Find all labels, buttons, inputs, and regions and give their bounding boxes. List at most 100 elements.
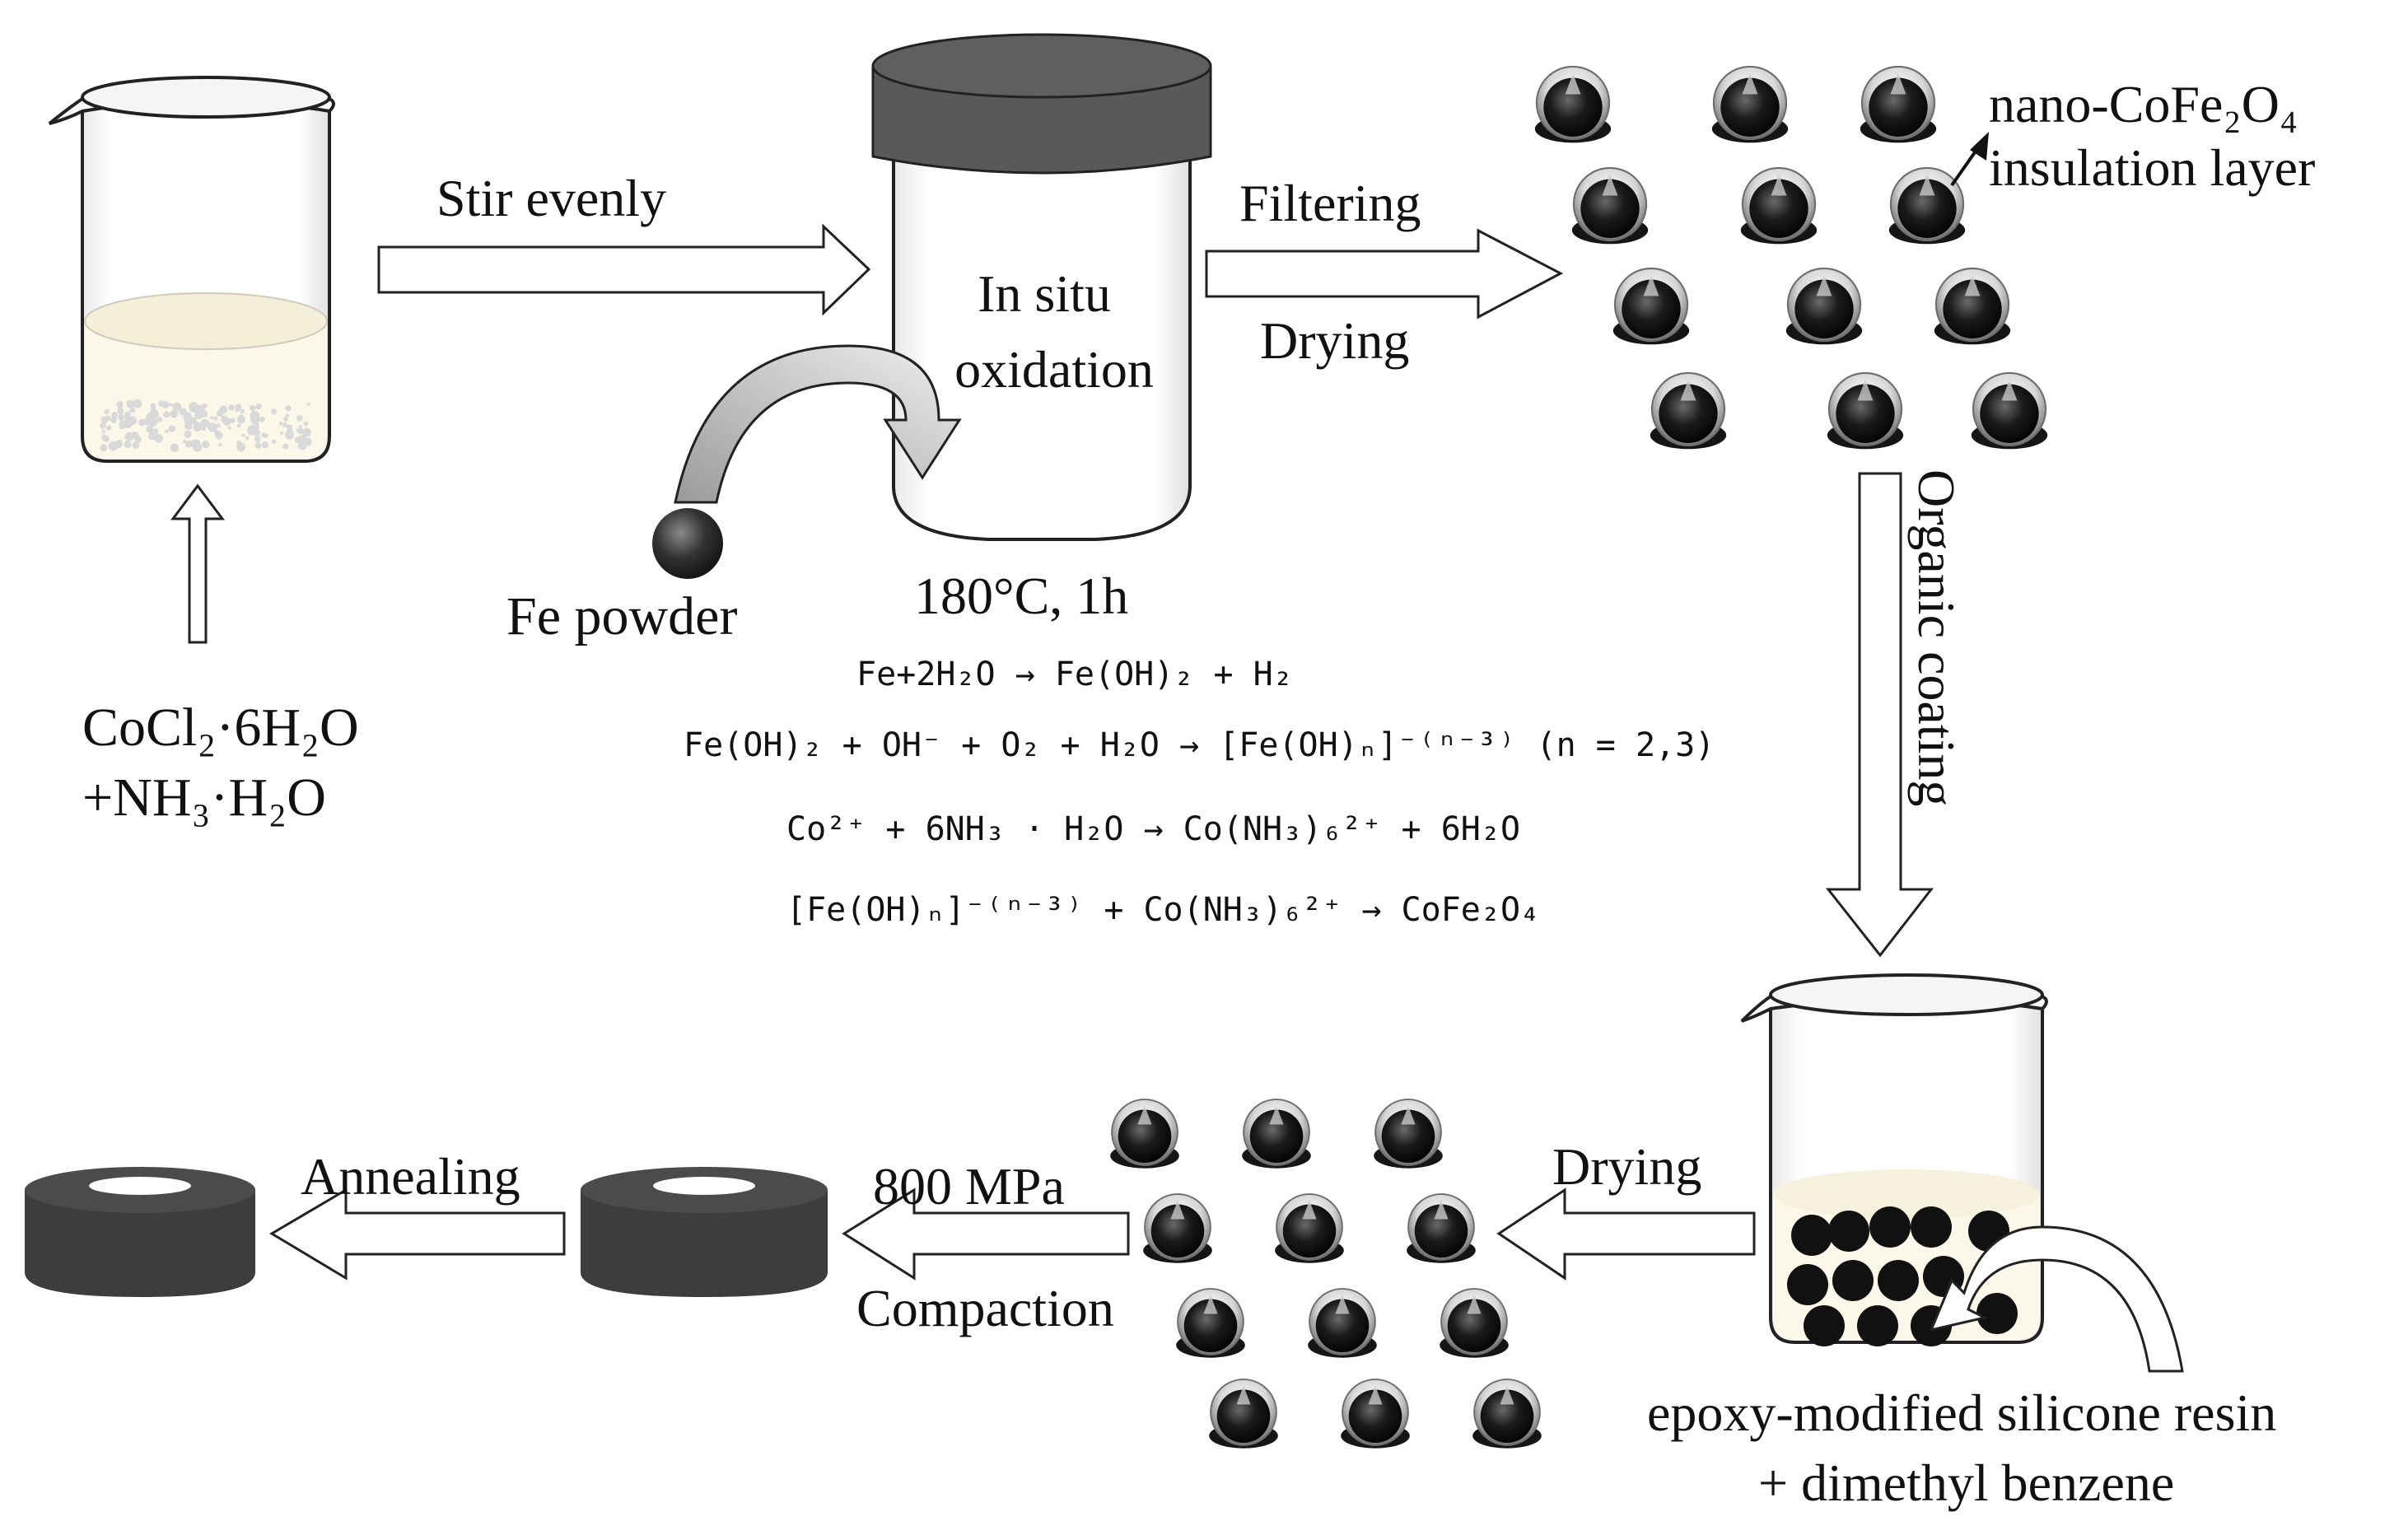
sediment-dot xyxy=(252,423,259,432)
resin-particle xyxy=(1857,1305,1898,1346)
sediment-dot xyxy=(194,410,203,419)
in-situ-label: In situ xyxy=(978,264,1111,323)
sediment-dot xyxy=(170,443,179,453)
arrow-fe-feed xyxy=(674,344,962,504)
sediment-dot xyxy=(209,416,214,420)
sediment-dot xyxy=(201,441,210,449)
sediment-dot xyxy=(184,430,192,439)
sediment-dot xyxy=(236,442,246,452)
coated-particle xyxy=(1274,1193,1345,1264)
sediment-dot xyxy=(296,415,303,422)
sediment-dot xyxy=(272,439,277,444)
sediment-dot xyxy=(147,419,151,423)
coated-particle xyxy=(1970,371,2049,450)
sediment-dot xyxy=(134,436,142,444)
sediment-dot xyxy=(250,404,256,412)
pressure-label: 800 MPa xyxy=(873,1157,1065,1215)
sediment-dot xyxy=(120,424,124,428)
sediment-dot xyxy=(133,399,142,408)
nano-cofe2o4-label: nano-CoFe₂O₄ xyxy=(1989,75,2298,133)
beaker-initial xyxy=(48,76,335,463)
resin-particle xyxy=(1832,1260,1874,1301)
insulation-layer-label: insulation layer xyxy=(1989,138,2315,197)
sediment-dot xyxy=(213,416,218,421)
reagent-cocl2-label: CoCl₂·6H₂O xyxy=(82,698,359,758)
sediment-dot xyxy=(221,415,229,423)
sediment-dot xyxy=(259,416,265,422)
sediment-dot xyxy=(158,400,165,407)
arrow-annealing xyxy=(269,1187,566,1281)
sediment-dot xyxy=(305,431,310,436)
sediment-dot xyxy=(127,416,138,426)
coated-particle xyxy=(1340,1379,1411,1449)
temperature-label: 180°C, 1h xyxy=(914,567,1128,625)
sediment-dot xyxy=(170,409,179,418)
resin-particle xyxy=(1828,1211,1869,1252)
arrow-stir xyxy=(377,223,871,316)
sediment-dot xyxy=(285,405,292,412)
sediment-dot xyxy=(149,409,159,420)
sediment-dot xyxy=(182,439,187,444)
sediment-dot xyxy=(237,415,245,424)
sediment-dot xyxy=(119,418,124,422)
coated-particle xyxy=(1888,166,1967,245)
coated-particle xyxy=(1406,1193,1477,1264)
reagent-nh3-label: +NH₃·H₂O xyxy=(82,768,326,828)
sediment-dot xyxy=(280,431,284,436)
sediment-dot xyxy=(296,435,307,445)
resin-particle xyxy=(1787,1264,1828,1305)
fe-powder-label: Fe powder xyxy=(506,586,737,646)
arrow-up-reagents xyxy=(170,483,225,644)
sediment-dot xyxy=(261,432,266,437)
coated-particle xyxy=(1826,371,1905,450)
sediment-dot xyxy=(208,422,217,432)
coated-particle xyxy=(1785,267,1864,346)
resin-particle xyxy=(1791,1215,1832,1256)
sediment-dot xyxy=(100,444,108,452)
dimethyl-benzene-label: + dimethyl benzene xyxy=(1758,1453,2174,1512)
sediment-dot xyxy=(100,416,109,424)
coated-particle xyxy=(1710,65,1790,144)
sediment-dot xyxy=(227,426,231,430)
arrow-organic-coating xyxy=(1825,472,1934,958)
sediment-dot xyxy=(296,428,301,433)
sediment-dot xyxy=(156,417,163,422)
sediment-dot xyxy=(165,429,169,434)
coated-particle xyxy=(1241,1099,1312,1169)
resin-particle xyxy=(1869,1206,1911,1248)
coated-particle xyxy=(1570,166,1650,245)
sediment-dot xyxy=(298,425,303,429)
sediment-dot xyxy=(124,440,132,449)
sediment-dot xyxy=(283,416,289,422)
coated-particle xyxy=(1933,267,2012,346)
coated-particle xyxy=(1739,166,1818,245)
resin-particle xyxy=(1804,1305,1845,1346)
reactor-jar xyxy=(871,33,1212,541)
sediment-dot xyxy=(116,442,122,448)
sediment-dot xyxy=(254,442,262,449)
compacted-core xyxy=(581,1167,828,1297)
sediment-dot xyxy=(106,425,112,431)
sediment-dot xyxy=(285,413,290,418)
arrow-resin-feed xyxy=(1929,1225,2184,1373)
epoxy-resin-label: epoxy-modified silicone resin xyxy=(1647,1383,2276,1442)
sediment-dot xyxy=(126,399,135,408)
coated-particle xyxy=(1533,65,1612,144)
arrow-compaction xyxy=(842,1187,1130,1281)
sediment-dot xyxy=(200,404,207,409)
sediment-dot xyxy=(129,407,136,413)
sediment-dot xyxy=(282,443,289,450)
coated-particle xyxy=(1373,1099,1444,1169)
sediment-dot xyxy=(245,436,250,441)
sediment-dot xyxy=(278,421,283,426)
sediment-dot xyxy=(108,441,119,451)
stir-label: Stir evenly xyxy=(436,169,666,227)
sediment-dot xyxy=(172,402,182,412)
sediment-dot xyxy=(241,433,245,437)
sediment-dot xyxy=(215,432,223,440)
equation-3: Co²⁺ + 6NH₃ · H₂O → Co(NH₃)₆²⁺ + 6H₂O xyxy=(786,810,1520,848)
sediment-dot xyxy=(254,436,261,443)
resin-particle xyxy=(1976,1293,2018,1334)
coated-particles-top xyxy=(1533,65,2049,450)
